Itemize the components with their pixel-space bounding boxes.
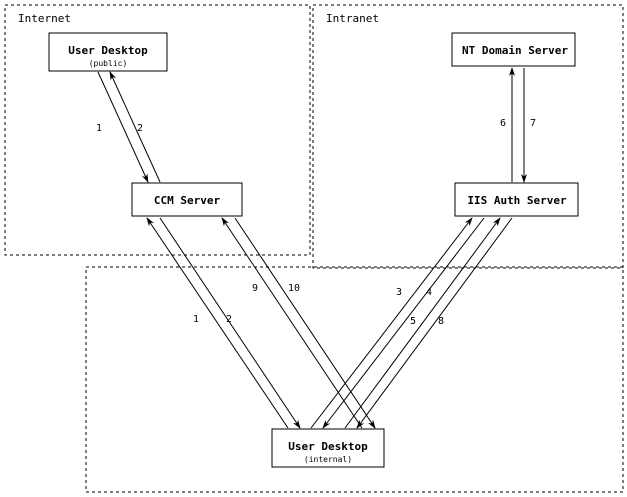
step-label-edge-3: 3 [396, 287, 402, 298]
node-box-user-desktop-internal[interactable] [271, 428, 385, 468]
node-subtitle-user-desktop-internal: (internal) [304, 455, 352, 464]
step-label-edge-2-internal: 2 [226, 314, 232, 325]
node-nt-domain-server[interactable]: NT Domain Server [451, 32, 576, 67]
node-group: User Desktop (public) CCM Server NT Domain … [48, 32, 579, 468]
node-title-ccm-server: CCM Server [154, 194, 221, 207]
node-user-desktop-public[interactable]: User Desktop (public) [48, 32, 168, 72]
step-label-edge-1-internal: 1 [193, 314, 199, 325]
node-title-user-desktop-public: User Desktop [68, 44, 148, 57]
step-label-edge-2-public: 2 [137, 123, 143, 134]
node-subtitle-user-desktop-public: (public) [89, 59, 128, 68]
flow-arrow-edge-8 [356, 217, 513, 429]
zone-boundary-internal-lan [85, 266, 624, 493]
node-user-desktop-internal[interactable]: User Desktop (internal) [271, 428, 385, 468]
node-box-iis-auth-server[interactable] [454, 182, 579, 217]
step-label-edge-7: 7 [530, 118, 536, 129]
zone-boundary-intranet [312, 4, 624, 269]
flow-arrow-edge-1-internal [146, 217, 289, 429]
edge-label-group: 1 2 6 7 1 2 9 10 3 4 5 8 [96, 118, 536, 327]
flow-arrow-edge-1-public [97, 71, 149, 183]
flow-arrow-edge-2-internal [159, 217, 301, 429]
flow-arrow-edge-9 [221, 217, 363, 429]
step-label-edge-1-public: 1 [96, 123, 102, 134]
flow-arrow-edge-3 [310, 217, 473, 429]
zone-boundary-internet [4, 4, 311, 256]
flow-arrow-edge-10 [234, 217, 376, 429]
zone-label-internet: Internet [18, 12, 71, 25]
flow-arrow-edge-5 [344, 217, 501, 429]
node-iis-auth-server[interactable]: IIS Auth Server [454, 182, 579, 217]
node-ccm-server[interactable]: CCM Server [131, 182, 243, 217]
edge-group [97, 67, 527, 429]
step-label-edge-5: 5 [410, 316, 416, 327]
node-box-ccm-server[interactable] [131, 182, 243, 217]
node-box-user-desktop-public[interactable] [48, 32, 168, 72]
step-label-edge-8: 8 [438, 316, 444, 327]
node-title-nt-domain-server: NT Domain Server [462, 44, 568, 57]
step-label-edge-4: 4 [426, 287, 432, 298]
zone-label-intranet: Intranet [326, 12, 379, 25]
node-title-iis-auth-server: IIS Auth Server [467, 194, 567, 207]
step-label-edge-10: 10 [288, 283, 300, 294]
zone-group: Internet Intranet [4, 4, 624, 493]
flow-arrow-edge-2-public [109, 71, 161, 183]
flow-arrow-edge-4 [322, 217, 485, 429]
step-label-edge-9: 9 [252, 283, 258, 294]
step-label-edge-6: 6 [500, 118, 506, 129]
node-box-nt-domain-server[interactable] [451, 32, 576, 67]
node-title-user-desktop-internal: User Desktop [288, 440, 368, 453]
